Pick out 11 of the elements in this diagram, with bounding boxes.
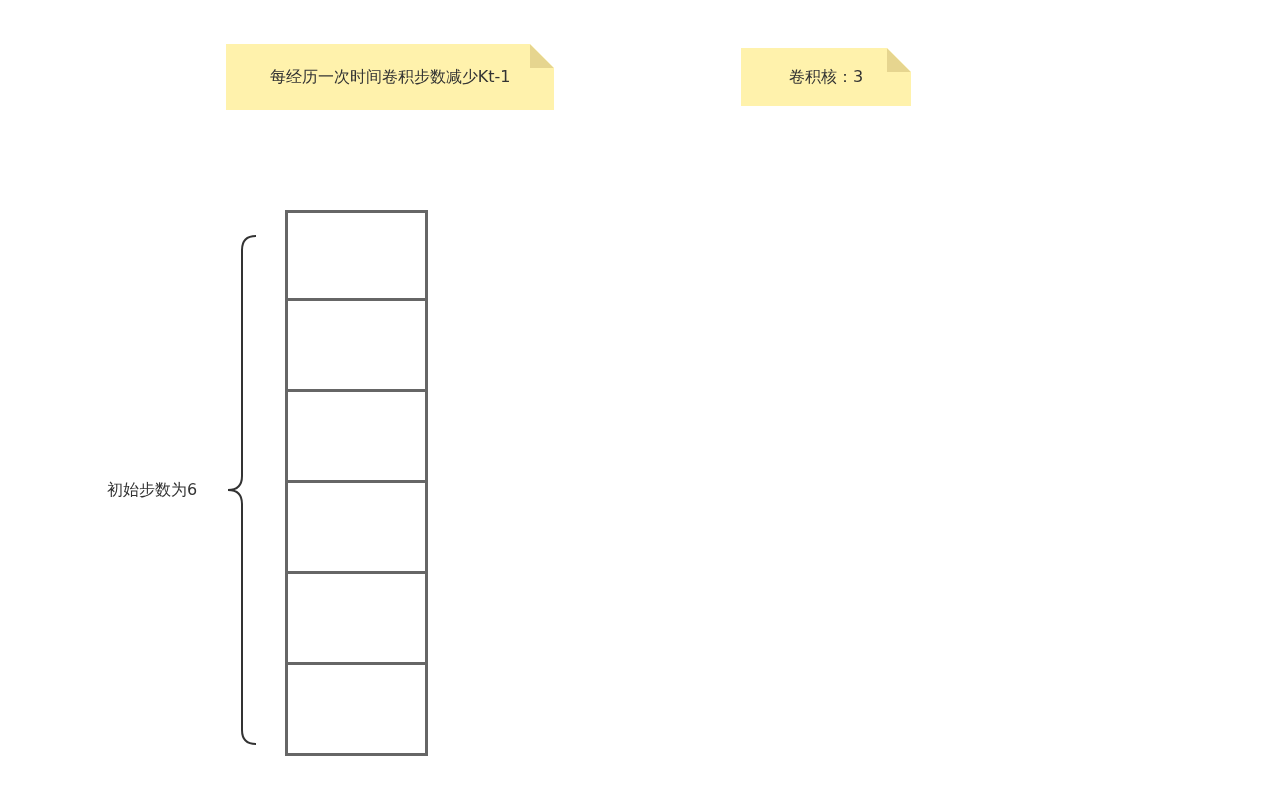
step-cell xyxy=(285,210,428,301)
step-cell xyxy=(285,389,428,483)
brace-label: 初始步数为6 xyxy=(107,480,198,501)
sticky-note xyxy=(741,48,911,106)
step-cell xyxy=(285,571,428,665)
note-text: 卷积核：3 xyxy=(788,66,864,88)
step-cell xyxy=(285,480,428,574)
sticky-note xyxy=(226,44,554,110)
step-cell xyxy=(285,662,428,756)
step-cell xyxy=(285,298,428,392)
note-text: 每经历一次时间卷积步数减少Kt-1 xyxy=(269,66,511,88)
